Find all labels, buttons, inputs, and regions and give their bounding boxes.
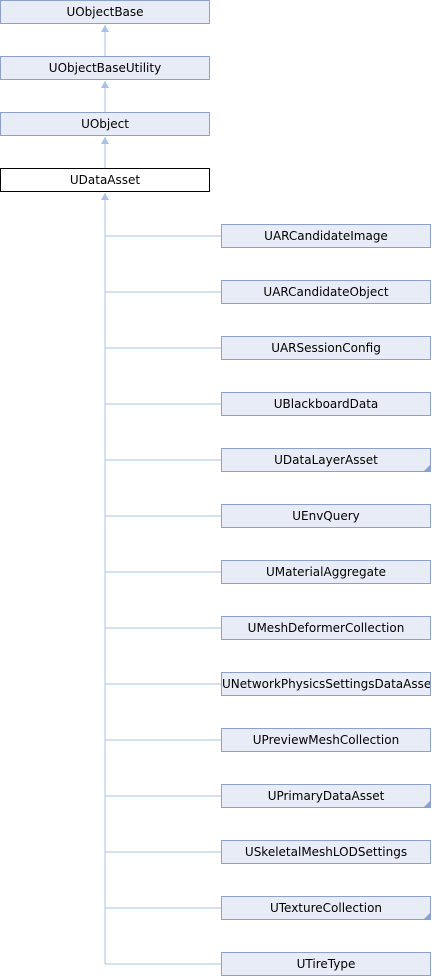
class-node-uar-candidate-image[interactable]: UARCandidateImage bbox=[221, 224, 431, 248]
class-node-label: UMeshDeformerCollection bbox=[247, 621, 405, 635]
class-node-u-tire-type[interactable]: UTireType bbox=[221, 952, 431, 976]
class-node-u-material-aggregate[interactable]: UMaterialAggregate bbox=[221, 560, 431, 584]
class-node-label: UDataAsset bbox=[69, 173, 141, 187]
inheritance-arrowhead bbox=[101, 137, 109, 144]
class-node-current-u-data-asset: UDataAsset bbox=[0, 168, 210, 192]
class-node-u-object[interactable]: UObject bbox=[0, 112, 210, 136]
class-node-label: UTextureCollection bbox=[269, 901, 383, 915]
class-node-u-primary-data-asset[interactable]: UPrimaryDataAsset bbox=[221, 784, 431, 808]
class-node-label: UTireType bbox=[296, 957, 356, 971]
class-node-label: UDataLayerAsset bbox=[274, 453, 378, 467]
class-node-uar-candidate-object[interactable]: UARCandidateObject bbox=[221, 280, 431, 304]
class-node-u-blackboard-data[interactable]: UBlackboardData bbox=[221, 392, 431, 416]
class-node-u-object-base[interactable]: UObjectBase bbox=[0, 0, 210, 24]
inheritance-arrowhead bbox=[101, 81, 109, 88]
class-node-label: UMaterialAggregate bbox=[265, 565, 387, 579]
class-node-u-skeletal-mesh-lod-settings[interactable]: USkeletalMeshLODSettings bbox=[221, 840, 431, 864]
class-node-label: UARCandidateObject bbox=[263, 285, 389, 299]
more-subclasses-corner-icon bbox=[424, 801, 430, 807]
class-node-label: UPreviewMeshCollection bbox=[252, 733, 400, 747]
class-node-u-data-layer-asset[interactable]: UDataLayerAsset bbox=[221, 448, 431, 472]
class-node-label: UObjectBaseUtility bbox=[48, 61, 162, 75]
inheritance-arrowhead bbox=[101, 193, 109, 200]
class-node-label: UBlackboardData bbox=[273, 397, 379, 411]
class-node-u-object-base-utility[interactable]: UObjectBaseUtility bbox=[0, 56, 210, 80]
class-node-label: USkeletalMeshLODSettings bbox=[244, 845, 408, 859]
class-node-u-preview-mesh-collection[interactable]: UPreviewMeshCollection bbox=[221, 728, 431, 752]
class-node-u-texture-collection[interactable]: UTextureCollection bbox=[221, 896, 431, 920]
class-node-u-network-physics-settings-data-asset[interactable]: UNetworkPhysicsSettingsDataAsset bbox=[221, 672, 431, 696]
class-node-label: UEnvQuery bbox=[292, 509, 360, 523]
class-node-label: UARCandidateImage bbox=[264, 229, 388, 243]
inheritance-arrowhead bbox=[101, 25, 109, 32]
class-node-label: UObjectBase bbox=[66, 5, 144, 19]
more-subclasses-corner-icon bbox=[424, 465, 430, 471]
class-node-label: UNetworkPhysicsSettingsDataAsset bbox=[222, 677, 431, 691]
class-node-label: UObject bbox=[81, 117, 129, 131]
class-node-u-mesh-deformer-collection[interactable]: UMeshDeformerCollection bbox=[221, 616, 431, 640]
more-subclasses-corner-icon bbox=[424, 913, 430, 919]
class-node-label: UPrimaryDataAsset bbox=[267, 789, 385, 803]
class-node-u-env-query[interactable]: UEnvQuery bbox=[221, 504, 431, 528]
class-node-label: UARSessionConfig bbox=[271, 341, 381, 355]
class-node-uar-session-config[interactable]: UARSessionConfig bbox=[221, 336, 431, 360]
